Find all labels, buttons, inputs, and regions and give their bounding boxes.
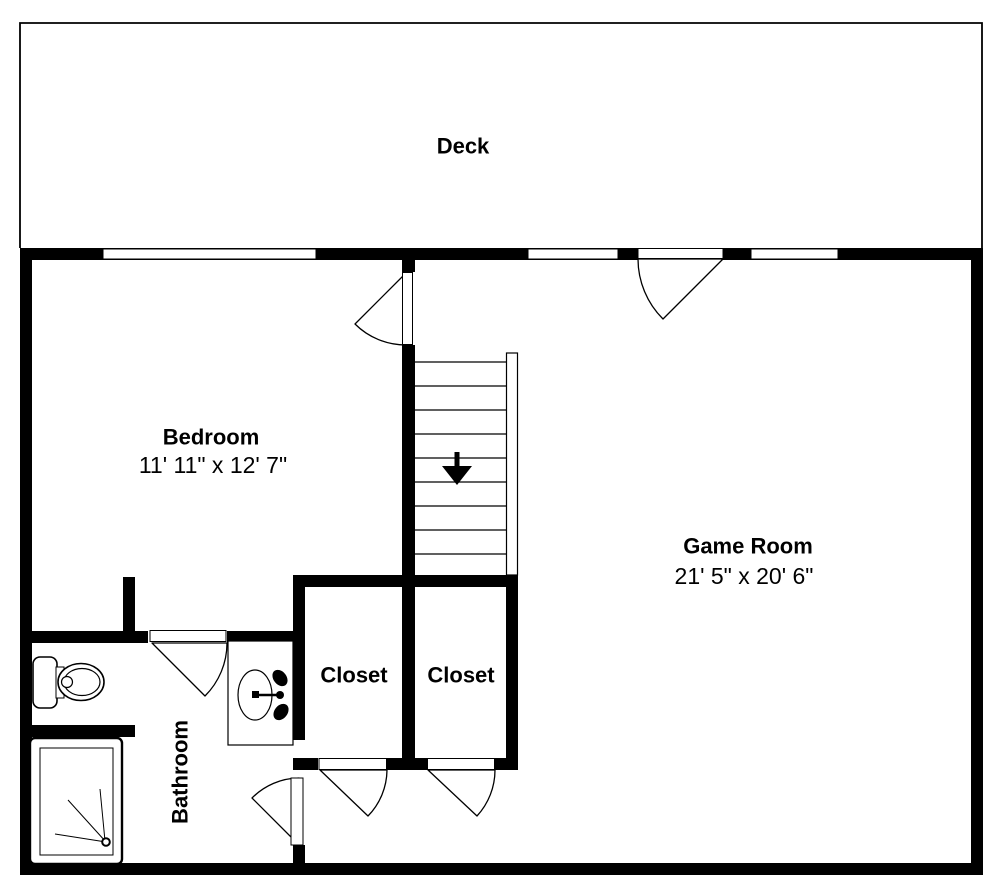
toilet-tank xyxy=(32,656,58,709)
bathroom-door-swing xyxy=(151,642,228,697)
windows xyxy=(102,248,839,260)
window-game-room-right xyxy=(750,248,839,260)
deck-label: Deck xyxy=(437,134,490,159)
game-room-label: Game Room xyxy=(683,534,813,559)
window-bedroom xyxy=(102,248,317,260)
closet-left-door-leaf xyxy=(318,758,387,770)
sink-drain xyxy=(252,691,259,698)
wall-segment-bathroom-right-stub xyxy=(293,845,305,863)
bathroom-door-leaf xyxy=(149,630,227,642)
closet-right-door-swing xyxy=(427,769,496,817)
stairs-down-arrow-icon xyxy=(442,452,472,485)
faucet-handle xyxy=(273,703,289,721)
deck-door-swing xyxy=(637,258,724,320)
arrow-head xyxy=(442,466,472,485)
bedroom-door-leaf xyxy=(402,272,413,345)
wall-segment-bedroom-stairs xyxy=(402,260,415,770)
bedroom-dimensions: 11' 11" x 12' 7" xyxy=(139,452,287,478)
wall-segment-left xyxy=(20,248,32,875)
arrow-stem xyxy=(454,452,460,468)
wall-segment-closet-top xyxy=(293,575,518,587)
staircase xyxy=(415,352,519,576)
bedroom-door xyxy=(354,272,413,346)
window-game-room-left xyxy=(527,248,619,260)
shower-slope-line xyxy=(67,799,107,843)
wall-segment-closet-right xyxy=(506,575,518,770)
deck-outline xyxy=(19,22,983,248)
wall-segment-bottom xyxy=(20,863,983,875)
closet-left-door-swing xyxy=(319,769,388,817)
closet-right-door-leaf xyxy=(427,758,495,770)
toilet-flush xyxy=(60,675,74,689)
bathroom-door xyxy=(149,630,228,697)
bathroom-side-door-leaf xyxy=(290,777,304,846)
wall-segment-plumbing-stub xyxy=(123,577,135,643)
deck-door-leaf xyxy=(637,248,724,259)
sink-vanity-icon xyxy=(227,640,294,746)
wall-segment-right xyxy=(971,248,983,875)
wall-segment-bathroom-right xyxy=(293,575,305,740)
closet-right-label: Closet xyxy=(427,663,495,688)
bedroom-label: Bedroom xyxy=(163,425,260,450)
wall-segment-shower-divider xyxy=(20,725,135,737)
closet-right-door xyxy=(427,758,496,817)
labels: Deck Bedroom 11' 11" x 12' 7" Game Room … xyxy=(139,134,814,824)
shower-slope-line xyxy=(54,833,107,843)
shower-slope-line xyxy=(99,788,106,842)
deck-area xyxy=(19,22,983,248)
shower-icon xyxy=(28,736,124,866)
bathroom-label: Bathroom xyxy=(168,720,193,824)
deck-door xyxy=(637,248,724,320)
shower-drain xyxy=(101,837,111,847)
faucet-base xyxy=(276,691,284,699)
closet-left-door xyxy=(318,758,388,817)
stair-stringer xyxy=(505,352,519,576)
toilet-icon xyxy=(32,656,105,709)
faucet-handle xyxy=(272,669,288,687)
game-room-dimensions: 21' 5" x 20' 6" xyxy=(675,563,814,589)
bathroom-side-door xyxy=(251,777,304,846)
closet-left-label: Closet xyxy=(320,663,388,688)
shower-pan-inner xyxy=(39,747,114,856)
